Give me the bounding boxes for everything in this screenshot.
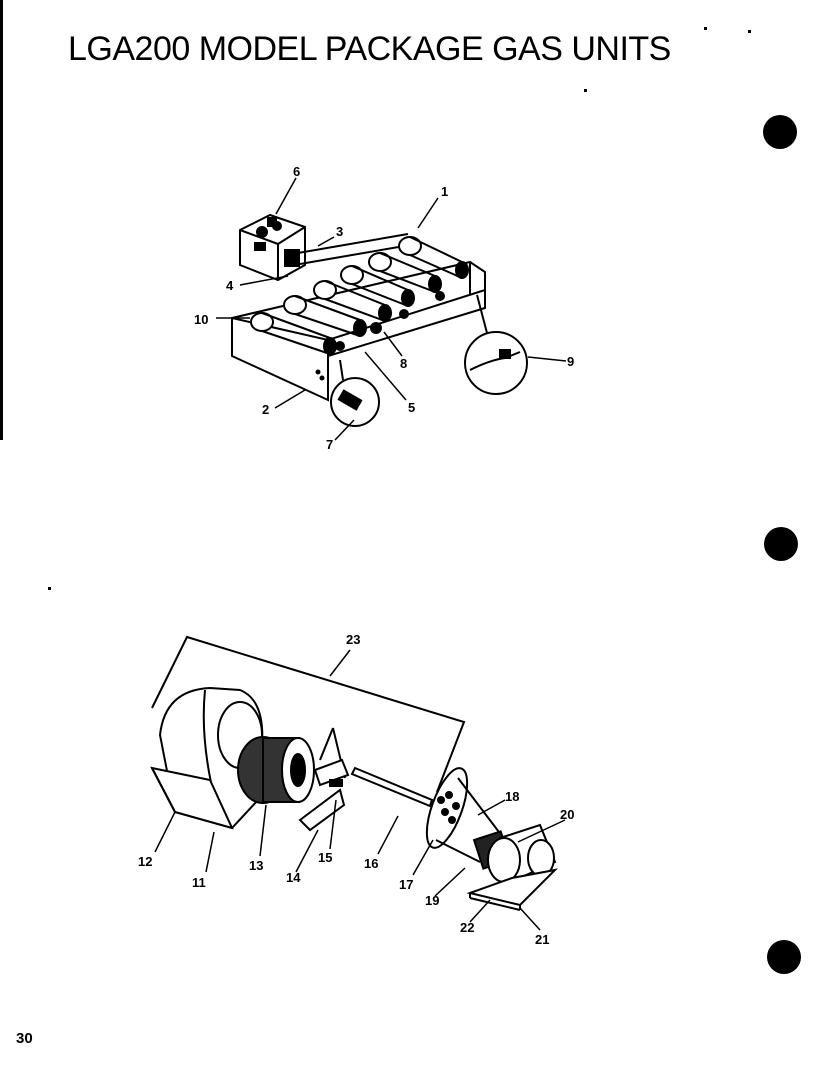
callout-23: 23 xyxy=(346,632,360,647)
callout-1: 1 xyxy=(441,184,448,199)
callout-14: 14 xyxy=(286,870,301,885)
assembly-bracket xyxy=(151,635,466,793)
burner-tube xyxy=(340,265,415,307)
sensor-detail xyxy=(464,294,528,395)
blower-leader-lines xyxy=(154,649,566,931)
binder-hole-bottom xyxy=(767,940,801,974)
burner-tube xyxy=(368,252,442,293)
callout-19: 19 xyxy=(425,893,439,908)
gas-valve xyxy=(239,213,306,282)
burner-tubes xyxy=(250,236,469,355)
callout-11: 11 xyxy=(192,875,206,890)
motor-base xyxy=(466,868,558,911)
callout-13: 13 xyxy=(249,858,263,873)
scan-edge-line xyxy=(0,0,3,440)
manifold-pipe xyxy=(284,233,411,267)
burner-callouts: 1 2 3 4 5 6 7 8 9 10 xyxy=(194,164,574,452)
page-number: 30 xyxy=(16,1030,33,1047)
callout-10: 10 xyxy=(194,312,208,327)
callout-21: 21 xyxy=(535,932,549,947)
callout-2: 2 xyxy=(262,402,269,417)
burner-tube xyxy=(283,295,367,337)
callout-20: 20 xyxy=(560,807,574,822)
scan-speck xyxy=(748,30,751,33)
blower-callouts: 11 12 13 14 15 16 17 18 19 20 21 22 23 xyxy=(138,632,574,947)
callout-7: 7 xyxy=(326,437,333,452)
blower-shaft xyxy=(350,766,434,808)
blower-wheel xyxy=(237,736,315,804)
scan-speck xyxy=(704,27,707,30)
callout-5: 5 xyxy=(408,400,415,415)
page-title: LGA200 MODEL PACKAGE GAS UNITS xyxy=(68,30,671,68)
callout-9: 9 xyxy=(567,354,574,369)
callout-15: 15 xyxy=(318,850,332,865)
callout-17: 17 xyxy=(399,877,413,892)
drive-belt xyxy=(435,777,506,863)
callout-6: 6 xyxy=(293,164,300,179)
callout-18: 18 xyxy=(505,789,519,804)
blower-pulley xyxy=(425,767,469,849)
callout-4: 4 xyxy=(226,278,234,293)
callout-16: 16 xyxy=(364,856,378,871)
callout-8: 8 xyxy=(400,356,407,371)
blower-motor xyxy=(472,823,557,883)
burner-assembly xyxy=(231,213,528,427)
callout-22: 22 xyxy=(460,920,474,935)
burner-tube xyxy=(250,312,337,355)
burner-tube xyxy=(398,236,469,279)
blower-assembly xyxy=(150,635,558,911)
scan-speck xyxy=(584,89,587,92)
blower-bearing xyxy=(298,727,350,832)
callout-12: 12 xyxy=(138,854,152,869)
pilot-detail xyxy=(330,359,380,427)
callout-3: 3 xyxy=(336,224,343,239)
binder-hole-middle xyxy=(764,527,798,561)
orifices xyxy=(335,291,445,351)
burner-leader-lines xyxy=(216,177,567,441)
burner-tube xyxy=(313,280,392,322)
binder-hole-top xyxy=(763,115,797,149)
scan-speck xyxy=(48,587,51,590)
